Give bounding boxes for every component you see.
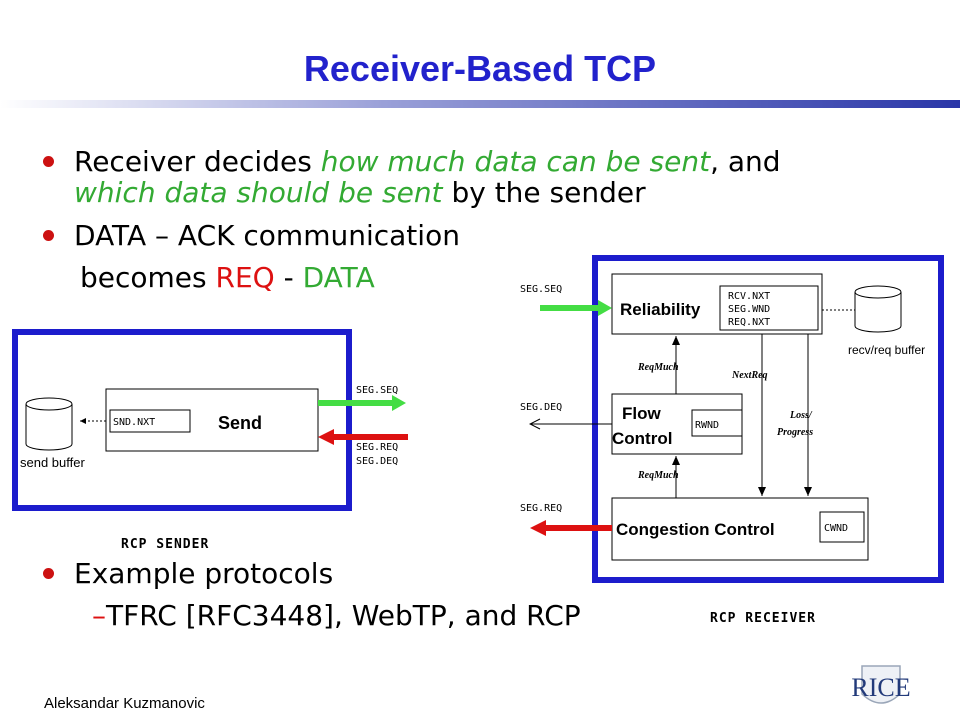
- receiver-seg-req-label: SEG.REQ: [520, 503, 562, 514]
- send-buffer-label: send buffer: [20, 455, 85, 470]
- bullet-1-emphasis-b: which data should be sent: [74, 176, 443, 209]
- snd-nxt-label: SND.NXT: [113, 417, 155, 428]
- sender-green-arrowhead: [392, 395, 406, 411]
- bullet-3: Example protocols: [43, 557, 334, 590]
- req-word: REQ: [215, 261, 275, 294]
- receiver-red-arrowhead: [530, 520, 546, 536]
- bullet-2b-sep: -: [274, 261, 303, 294]
- reqmuch-upper-label: ReqMuch: [637, 362, 679, 373]
- reqmuch-lower-label: ReqMuch: [637, 470, 679, 481]
- rcp-receiver: Reliability RCV.NXT SEG.WND REQ.NXT recv…: [520, 255, 944, 626]
- rice-shield-icon: [861, 665, 901, 704]
- send-label: Send: [218, 413, 262, 433]
- data-word: DATA: [302, 261, 375, 294]
- bullet-2: DATA – ACK communication: [43, 219, 460, 252]
- control-label: Control: [612, 429, 672, 448]
- reliability-vars-box: [719, 285, 819, 331]
- receiver-seg-deq-label: SEG.DEQ: [520, 402, 562, 413]
- buffer-link-arrowhead: [80, 418, 86, 424]
- sub-bullet-dash: –: [92, 599, 106, 632]
- author-name: Aleksandar Kuzmanovic: [44, 695, 205, 712]
- recv-req-buffer-label: recv/req buffer: [848, 343, 925, 357]
- bullet-1-text-a: Receiver decides: [74, 145, 321, 178]
- req-nxt-label: REQ.NXT: [728, 317, 770, 328]
- sender-seg-seq-label: SEG.SEQ: [356, 385, 398, 396]
- bullet-1-text-b: , and: [710, 145, 781, 178]
- bullet-1: Receiver decides how much data can be se…: [43, 145, 894, 209]
- snd-nxt-box: [109, 409, 191, 433]
- receiver-green-arrowhead: [598, 300, 612, 316]
- rcv-nxt-label: RCV.NXT: [728, 291, 770, 302]
- sub-bullet-1-text: TFRC [RFC3448], WebTP, and RCP: [106, 599, 581, 632]
- slide-title: Receiver-Based TCP: [303, 48, 657, 89]
- cwnd-label: CWND: [824, 523, 848, 534]
- send-box: [105, 388, 319, 452]
- rwnd-box: [691, 409, 743, 437]
- sender-caption: RCP SENDER: [121, 537, 209, 552]
- nextreq-label: NextReq: [731, 370, 768, 381]
- rcp-sender: send buffer SND.NXT Send SEG.SEQ SEG.REQ…: [12, 329, 408, 552]
- receiver-caption: RCP RECEIVER: [710, 611, 816, 626]
- sender-seg-req-label: SEG.REQ: [356, 442, 398, 453]
- bullet-2-continuation: becomes REQ - DATA: [80, 262, 375, 293]
- bullet-3-text: Example protocols: [74, 557, 334, 590]
- recv-req-buffer-icon: [854, 285, 902, 333]
- cwnd-box: [819, 511, 865, 543]
- title-rule: [0, 100, 960, 108]
- receiver-seg-seq-label: SEG.SEQ: [520, 284, 562, 295]
- bullet-1-emphasis-a: how much data can be sent: [320, 145, 711, 178]
- sub-bullet-1: –TFRC [RFC3448], WebTP, and RCP: [92, 600, 581, 631]
- sender-red-arrowhead: [318, 429, 334, 445]
- progress-label: Progress: [777, 427, 813, 438]
- bullet-dot: [43, 156, 54, 167]
- rwnd-label: RWND: [695, 420, 719, 431]
- bullet-2-text: DATA – ACK communication: [74, 219, 460, 252]
- flow-label: Flow: [622, 404, 661, 423]
- bullet-dot: [43, 230, 54, 241]
- seg-wnd-label: SEG.WND: [728, 304, 770, 315]
- send-buffer-icon: [25, 397, 73, 451]
- reliability-label: Reliability: [620, 300, 701, 319]
- congestion-control-label: Congestion Control: [616, 520, 775, 539]
- rice-logo-text: RICE: [851, 673, 910, 702]
- bullet-2b-text: becomes: [80, 261, 216, 294]
- rice-logo: RICE: [851, 665, 911, 704]
- bullet-1-text-c: by the sender: [442, 176, 646, 209]
- loss-label: Loss/: [789, 410, 813, 421]
- sender-seg-deq-label: SEG.DEQ: [356, 456, 398, 467]
- bullet-dot: [43, 568, 54, 579]
